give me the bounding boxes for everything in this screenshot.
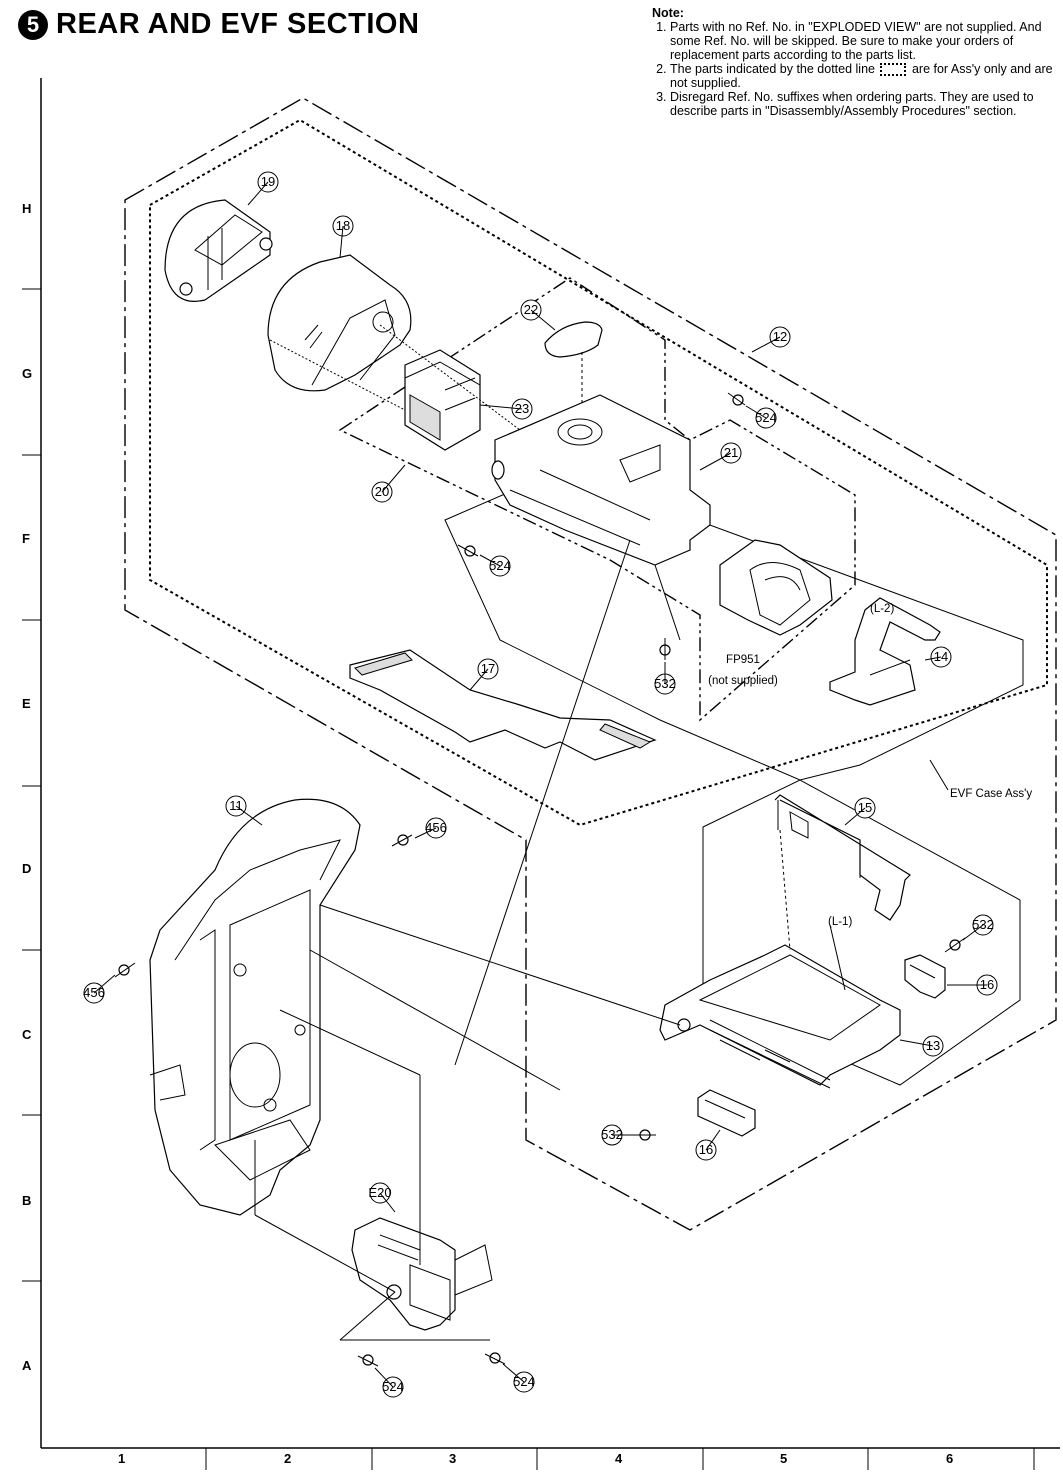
callout-leader xyxy=(502,1363,525,1383)
screw-456-top-icon xyxy=(391,834,413,847)
section-title: 5 REAR AND EVF SECTION xyxy=(18,8,419,41)
dotted-assy-outline xyxy=(149,118,1048,827)
callout-label: 17 xyxy=(481,661,495,676)
callout-label: E20 xyxy=(368,1185,391,1200)
section-number-badge: 5 xyxy=(18,9,48,40)
column-label-4: 4 xyxy=(615,1451,623,1466)
callout-label: 532 xyxy=(972,917,994,932)
row-label-h: H xyxy=(22,201,32,216)
callout-leader xyxy=(247,181,269,206)
screw-532-upper-icon xyxy=(659,638,671,660)
screws xyxy=(114,392,966,1367)
callout-leader xyxy=(374,1367,394,1388)
part-11-rear-case xyxy=(149,798,361,1216)
part-19-eyecup-cap xyxy=(164,199,273,302)
row-label-e: E xyxy=(22,696,31,711)
callout-17: 17 xyxy=(477,658,499,680)
callout-leader xyxy=(751,336,781,353)
callout-leader xyxy=(699,452,732,471)
dotted-line-symbol-icon xyxy=(880,63,907,77)
note-item-2-text: The parts indicated by the dotted line xyxy=(670,62,875,76)
callout-leader xyxy=(962,924,984,941)
row-label-c: C xyxy=(22,1027,32,1042)
part-16-lower-slide xyxy=(697,1089,756,1137)
screw-524-mid-icon xyxy=(457,544,479,557)
callout-leader xyxy=(93,974,116,994)
column-label-1: 1 xyxy=(118,1451,126,1466)
callout-leader xyxy=(705,1129,721,1151)
callout-leader xyxy=(381,464,406,493)
part-17-flex-cable xyxy=(349,649,657,761)
callout-leader xyxy=(924,656,942,661)
callout-leader xyxy=(530,309,556,331)
part-e20-jack-block xyxy=(351,1217,493,1331)
callout-label: 12 xyxy=(773,329,787,344)
callout-label: 21 xyxy=(724,445,738,460)
callout-layer: 1918221223524212052453214171145615532456… xyxy=(83,171,998,1398)
note-item-3: Disregard Ref. No. suffixes when orderin… xyxy=(670,90,1060,118)
callout-label: 14 xyxy=(934,649,948,664)
callout-leader xyxy=(235,805,263,826)
label-fp951: FP951 xyxy=(726,654,760,666)
label-l2: (L-2) xyxy=(870,603,894,615)
callout-leader xyxy=(339,225,344,259)
note-item-2-tail: are for Ass'y only and are not supplied. xyxy=(670,62,1053,91)
label-evf-case-assy: EVF Case Ass'y xyxy=(950,788,1032,800)
label-l1: (L-1) xyxy=(828,916,852,928)
column-label-3: 3 xyxy=(449,1451,457,1466)
row-label-a: A xyxy=(22,1358,32,1373)
part-22-cap xyxy=(544,321,603,428)
screw-524-top-icon xyxy=(727,392,746,406)
note-item-2: The parts indicated by the dotted line a… xyxy=(670,62,1060,90)
callout-label: 11 xyxy=(229,798,243,813)
callout-leader xyxy=(469,668,489,691)
row-label-b: B xyxy=(22,1193,32,1208)
part-14-bracket xyxy=(829,597,941,706)
drawing-frame xyxy=(22,78,1060,1470)
row-label-d: D xyxy=(22,861,32,876)
screw-456-left-icon xyxy=(114,962,136,978)
notes-heading: Note: xyxy=(652,6,684,20)
panel-outline-upper xyxy=(444,469,1024,781)
screw-524-bottom-left-icon xyxy=(357,1354,379,1367)
screw-524-bottom-right-icon xyxy=(484,1352,506,1365)
row-label-f: F xyxy=(22,531,30,546)
callout-leader xyxy=(414,827,437,839)
callout-leader xyxy=(479,554,501,567)
sub-assy-20-outline xyxy=(338,277,856,722)
column-label-2: 2 xyxy=(284,1451,292,1466)
part-13-lower-bracket xyxy=(659,944,901,1089)
evf-case-assy-outline xyxy=(124,97,1057,1231)
callout-leader xyxy=(479,404,523,410)
column-label-5: 5 xyxy=(780,1451,788,1466)
callout-leader xyxy=(899,1039,934,1047)
screw-532-right-icon xyxy=(944,937,966,953)
note-item-1: Parts with no Ref. No. in "EXPLODED VIEW… xyxy=(670,20,1060,62)
part-16-upper-slide xyxy=(904,954,946,999)
row-label-g: G xyxy=(22,366,33,381)
fp951-lcd-module xyxy=(719,539,833,636)
section-title-text: REAR AND EVF SECTION xyxy=(56,8,420,40)
notes-block: Note: Parts with no Ref. No. in "EXPLODE… xyxy=(652,6,1060,118)
part-18-eyecup xyxy=(267,254,412,392)
callout-leader xyxy=(745,405,767,419)
part-23-lens-block xyxy=(404,349,481,451)
part-15-top-plate xyxy=(774,794,911,921)
part-21-evf-holder xyxy=(491,394,711,566)
callout-label: 456 xyxy=(425,820,447,835)
column-label-6: 6 xyxy=(946,1451,954,1466)
callout-label: 18 xyxy=(336,218,350,233)
label-not-supplied: (not supplied) xyxy=(708,675,778,687)
alignment-lines xyxy=(254,324,846,1341)
callout-label: 19 xyxy=(261,174,275,189)
callout-leader xyxy=(379,1192,396,1213)
screw-532-lower-icon xyxy=(634,1129,656,1141)
callout-leader-layer xyxy=(93,181,987,1388)
callout-leader xyxy=(844,807,866,826)
